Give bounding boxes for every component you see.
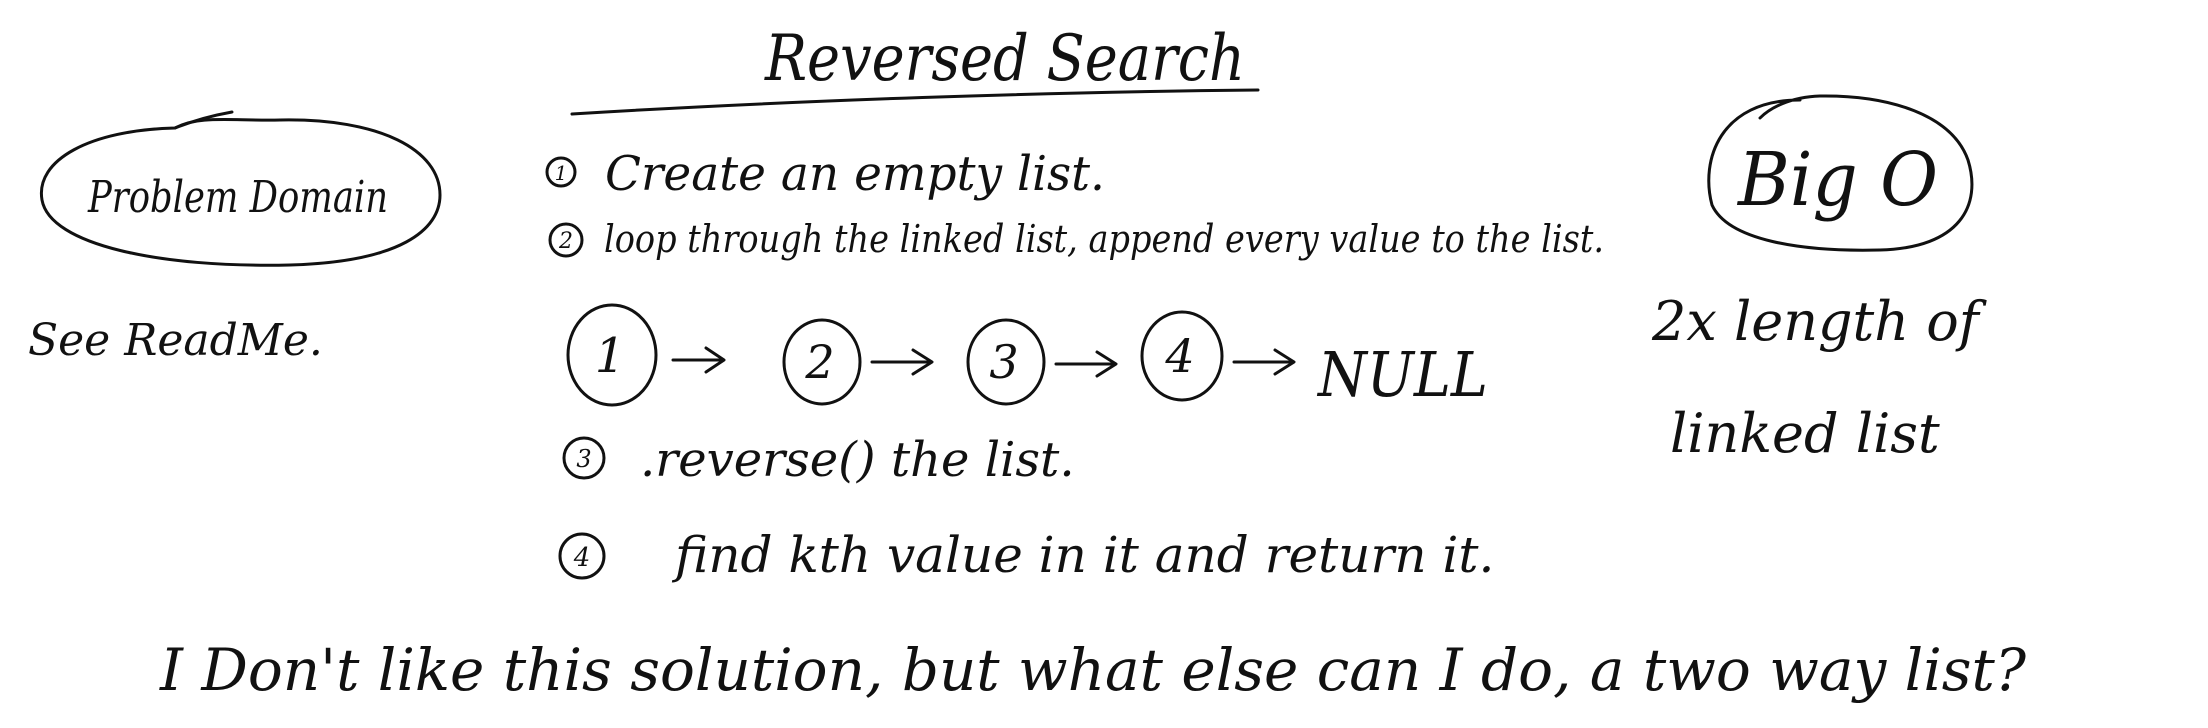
- problem-domain-group: Problem Domain See ReadMe.: [28, 110, 442, 366]
- step-2-number-circle: [548, 222, 584, 258]
- step-3-number-circle: [562, 436, 606, 480]
- problem-domain-label: Problem Domain: [87, 172, 388, 223]
- arrow-4: [1232, 348, 1296, 376]
- step-3-number: 3: [576, 445, 591, 473]
- problem-domain-oval-tail: [173, 110, 234, 130]
- big-o-value-line-1: 2x length of: [1651, 290, 1987, 353]
- step-4-number-circle: [558, 532, 606, 580]
- big-o-group: Big O 2x length of linked list: [1651, 94, 1987, 465]
- linked-list-node-1-value: 1: [595, 328, 626, 384]
- step-2-number: 2: [558, 229, 573, 254]
- arrow-3: [1054, 350, 1118, 378]
- step-4: 4 find kth value in it and return it.: [558, 526, 1494, 584]
- linked-list-node-3-circle: [966, 318, 1046, 406]
- step-2-text: loop through the linked list, append eve…: [604, 217, 1604, 261]
- linked-list-terminal: NULL: [1316, 338, 1488, 411]
- big-o-label: Big O: [1736, 137, 1938, 223]
- step-4-number: 4: [573, 543, 591, 573]
- linked-list-node-2-circle: [782, 318, 862, 406]
- step-2: 2 loop through the linked list, append e…: [548, 217, 1604, 261]
- problem-domain-note: See ReadMe.: [28, 315, 323, 366]
- linked-list-node-2-value: 2: [804, 335, 834, 389]
- step-4-text: find kth value in it and return it.: [671, 526, 1494, 584]
- linked-list-node-3-value: 3: [989, 335, 1018, 389]
- step-1-text: Create an empty list.: [605, 146, 1105, 202]
- footer-comment: I Don't like this solution, but what els…: [159, 636, 2027, 704]
- linked-list-node-4-value: 4: [1164, 329, 1194, 383]
- title-underline: [570, 88, 1260, 116]
- step-1-number-circle: [545, 156, 577, 188]
- linked-list-node-1-circle: [566, 303, 658, 407]
- big-o-oval: [1707, 94, 1974, 252]
- arrow-1: [671, 346, 726, 374]
- big-o-value-line-2: linked list: [1670, 402, 1940, 465]
- linked-list-diagram: 1 2 3 4 NULL: [566, 303, 1488, 411]
- problem-domain-oval: [39, 117, 442, 267]
- step-3: 3 .reverse() the list.: [562, 432, 1075, 488]
- step-3-text: .reverse() the list.: [640, 432, 1075, 488]
- step-1-number: 1: [555, 161, 568, 185]
- step-1: 1 Create an empty list.: [545, 146, 1105, 202]
- arrow-2: [870, 348, 934, 376]
- page-title: Reversed Search: [764, 22, 1245, 96]
- linked-list-node-4-circle: [1140, 310, 1224, 402]
